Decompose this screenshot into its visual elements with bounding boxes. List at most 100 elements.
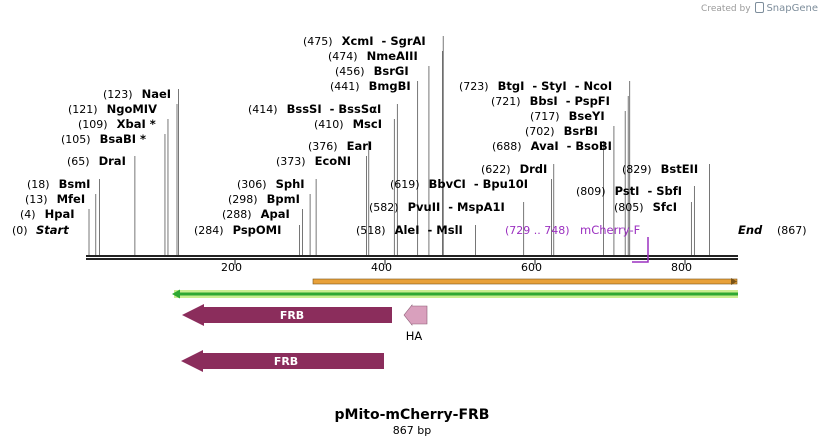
site-name: BsrBI bbox=[564, 124, 598, 138]
primer-mcherry-f[interactable]: (729 .. 748) mCherry-F bbox=[505, 223, 649, 263]
restriction-site[interactable]: (441) BmgBI bbox=[330, 79, 411, 93]
site-name: BsrGI bbox=[374, 64, 409, 78]
site-position: (688) bbox=[492, 140, 522, 153]
site-name: BbvCI - Bpu10I bbox=[429, 177, 528, 191]
site-name: XcmI - SgrAI bbox=[342, 34, 426, 48]
restriction-site[interactable]: (721)BbsI - PspFI bbox=[491, 94, 610, 108]
site-position: (18) bbox=[27, 178, 50, 191]
site-position: (65) bbox=[67, 155, 90, 168]
restriction-site[interactable]: (414) BssSI - BssSαI bbox=[248, 102, 381, 116]
restriction-site[interactable]: (376)EarI bbox=[308, 139, 372, 153]
orange-feature-bar[interactable] bbox=[312, 278, 738, 285]
site-position: (619) bbox=[390, 178, 420, 191]
feature-frb-1[interactable]: FRB bbox=[182, 304, 392, 326]
site-name: ApaI bbox=[261, 207, 290, 221]
restriction-site[interactable]: (284)PspOMI bbox=[194, 223, 281, 237]
credit-brand: SnapGene bbox=[766, 3, 818, 14]
site-labels: (4)HpaI(13)MfeI(18) BsmI (65)DraI (105)BsaB… bbox=[20, 34, 698, 237]
primer-arrow bbox=[632, 237, 649, 263]
end-label: End bbox=[738, 223, 763, 237]
restriction-site[interactable]: (723)BtgI - StyI - NcoI bbox=[459, 79, 612, 93]
restriction-site[interactable]: (121) NgoMIV bbox=[68, 102, 157, 116]
feature-frb-2[interactable]: FRB bbox=[181, 350, 384, 372]
backbone-line-lower bbox=[86, 258, 738, 260]
plasmid-name: pMito-mCherry-FRB bbox=[335, 407, 490, 423]
restriction-site[interactable]: (13)MfeI bbox=[25, 192, 85, 206]
restriction-site[interactable]: (475)XcmI - SgrAI bbox=[303, 34, 426, 48]
restriction-site[interactable]: (702) BsrBI bbox=[525, 124, 598, 138]
site-position: (809) bbox=[576, 185, 606, 198]
site-name: BsmI bbox=[59, 177, 91, 191]
start-marker: (0) Start bbox=[12, 223, 69, 237]
restriction-site[interactable]: (306)SphI bbox=[237, 177, 305, 191]
restriction-site[interactable]: (4)HpaI bbox=[20, 207, 75, 221]
snapgene-credit: Created by SnapGene bbox=[701, 2, 818, 14]
restriction-site[interactable]: (65)DraI bbox=[67, 154, 126, 168]
restriction-site[interactable]: (373)EcoNI bbox=[276, 154, 351, 168]
site-name: AleI - MslI bbox=[395, 223, 463, 237]
site-name: XbaI * bbox=[117, 117, 156, 131]
ruler-tick-label: 400 bbox=[371, 261, 392, 274]
restriction-site[interactable]: (582)PvuII - MspA1I bbox=[369, 200, 505, 214]
site-name: PstI - SbfI bbox=[615, 184, 682, 198]
feature-label: FRB bbox=[274, 355, 298, 368]
restriction-site[interactable]: (474)NmeAIII bbox=[328, 49, 418, 63]
site-position: (414) bbox=[248, 103, 278, 116]
site-position: (829) bbox=[622, 163, 652, 176]
site-name: BmgBI bbox=[369, 79, 411, 93]
green-feature-bar[interactable] bbox=[172, 289, 738, 299]
site-name: BpmI bbox=[267, 192, 300, 206]
site-name: SfcI bbox=[653, 200, 677, 214]
ruler-tick: 800 bbox=[671, 260, 692, 274]
site-position: (306) bbox=[237, 178, 267, 191]
ruler-tick-label: 200 bbox=[221, 261, 242, 274]
site-name: BsaBI * bbox=[100, 132, 146, 146]
primer-range: (729 .. 748) bbox=[505, 224, 570, 237]
ruler-tick-label: 600 bbox=[521, 261, 542, 274]
site-position: (441) bbox=[330, 80, 360, 93]
restriction-site[interactable]: (688)AvaI - BsoBI bbox=[492, 139, 612, 153]
site-name: BstEII bbox=[661, 162, 699, 176]
site-position: (721) bbox=[491, 95, 521, 108]
restriction-site[interactable]: (829) BstEII bbox=[622, 162, 698, 176]
ruler-tick: 200 bbox=[221, 260, 242, 274]
site-position: (702) bbox=[525, 125, 555, 138]
ruler-tick: 400 bbox=[371, 260, 392, 274]
restriction-site[interactable]: (518)AleI - MslI bbox=[356, 223, 463, 237]
site-name: DrdI bbox=[520, 162, 548, 176]
restriction-site[interactable]: (410)MscI bbox=[314, 117, 382, 131]
site-name: BseYI bbox=[569, 109, 605, 123]
restriction-site[interactable]: (298)BpmI bbox=[228, 192, 300, 206]
feature-ha[interactable]: HA bbox=[403, 304, 428, 343]
site-position: (288) bbox=[222, 208, 252, 221]
restriction-site[interactable]: (18) BsmI bbox=[27, 177, 90, 191]
restriction-site[interactable]: (288) ApaI bbox=[222, 207, 290, 221]
site-position: (410) bbox=[314, 118, 344, 131]
site-name: MfeI bbox=[57, 192, 86, 206]
start-label: Start bbox=[36, 223, 69, 237]
restriction-site[interactable]: (809) PstI - SbfI bbox=[576, 184, 682, 198]
restriction-site[interactable]: (105)BsaBI * bbox=[61, 132, 146, 146]
feature-label: FRB bbox=[280, 309, 304, 322]
restriction-site[interactable]: (717)BseYI bbox=[530, 109, 605, 123]
ruler: 200 400 600 800 bbox=[221, 260, 692, 274]
start-pos: (0) bbox=[12, 224, 28, 237]
credit-prefix: Created by bbox=[701, 4, 751, 14]
site-position: (121) bbox=[68, 103, 98, 116]
site-position: (456) bbox=[335, 65, 365, 78]
restriction-site[interactable]: (619) BbvCI - Bpu10I bbox=[390, 177, 528, 191]
site-name: BssSI - BssSαI bbox=[287, 102, 382, 116]
site-name: NaeI bbox=[142, 87, 171, 101]
site-name: NmeAIII bbox=[367, 49, 418, 63]
snapgene-logo-icon bbox=[755, 2, 765, 13]
site-position: (109) bbox=[78, 118, 108, 131]
restriction-site[interactable]: (805)SfcI bbox=[614, 200, 677, 214]
site-name: NgoMIV bbox=[107, 102, 157, 116]
restriction-site[interactable]: (123)NaeI bbox=[103, 87, 171, 101]
restriction-site[interactable]: (456) BsrGI bbox=[335, 64, 409, 78]
site-name: BtgI - StyI - NcoI bbox=[498, 79, 613, 93]
restriction-site[interactable]: (109) XbaI * bbox=[78, 117, 156, 131]
backbone-line bbox=[86, 255, 738, 257]
ruler-tick: 600 bbox=[521, 260, 542, 274]
restriction-site[interactable]: (622)DrdI bbox=[481, 162, 547, 176]
